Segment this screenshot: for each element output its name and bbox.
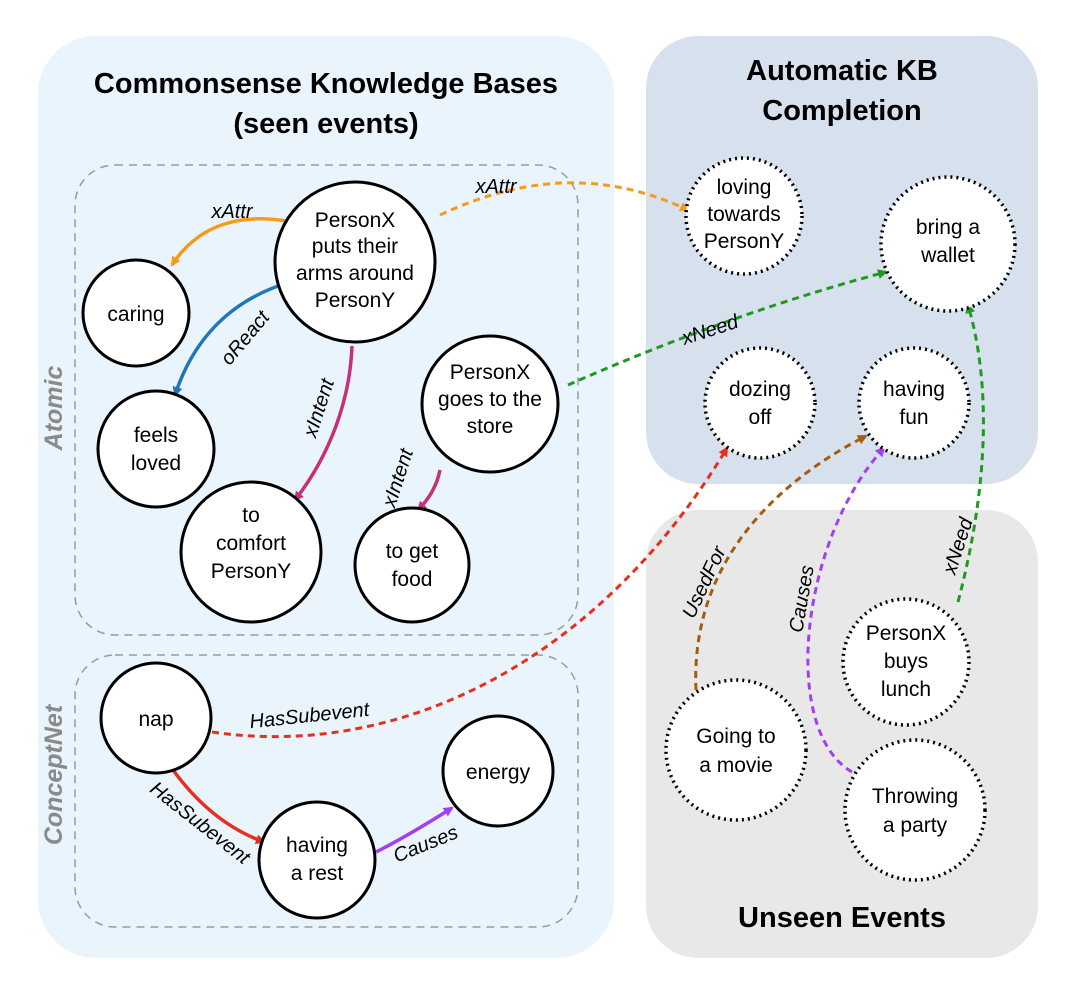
kb-subtitle: (seen events) [233, 108, 418, 140]
node-personx-arms: PersonX puts their arms around PersonY [273, 180, 437, 344]
svg-text:towards: towards [707, 203, 781, 226]
conceptnet-group-box [74, 654, 579, 928]
svg-text:having: having [286, 834, 348, 857]
node-energy: energy [441, 714, 555, 828]
node-personx-lunch: PersonX buys lunch [841, 597, 971, 727]
edge-hassubevent-rest [171, 768, 266, 844]
atomic-label: Atomic [40, 366, 68, 452]
edge-causes-energy [375, 806, 454, 854]
svg-text:lunch: lunch [881, 678, 931, 701]
svg-text:goes to the: goes to the [438, 388, 542, 411]
auto-title: Automatic KB [746, 55, 938, 87]
kb-title: Commonsense Knowledge Bases [94, 68, 558, 100]
svg-text:loved: loved [131, 452, 181, 475]
node-dozing-off: dozing off [703, 346, 817, 460]
svg-text:feels: feels [134, 424, 178, 447]
label-xattr-caring: xAttr [210, 201, 253, 223]
svg-text:Going to: Going to [696, 725, 775, 748]
svg-text:PersonX: PersonX [315, 209, 396, 232]
svg-text:food: food [392, 568, 433, 591]
edge-usedfor [694, 434, 868, 691]
edge-xneed-lunch [956, 303, 985, 603]
unseen-title: Unseen Events [738, 902, 946, 934]
svg-text:store: store [467, 415, 514, 438]
svg-text:dozing: dozing [729, 378, 791, 401]
node-to-comfort: to comfort PersonY [179, 480, 323, 624]
svg-text:nap: nap [138, 708, 173, 731]
svg-text:caring: caring [107, 303, 164, 326]
svg-text:energy: energy [466, 761, 531, 784]
svg-text:PersonY: PersonY [315, 289, 396, 312]
node-nap: nap [99, 661, 213, 775]
node-bring-wallet: bring a wallet [879, 175, 1017, 313]
edge-xintent-comfort [293, 345, 354, 502]
svg-text:loving: loving [717, 176, 772, 199]
node-having-rest: having a rest [257, 800, 377, 920]
svg-text:having: having [883, 378, 945, 401]
node-caring: caring [81, 258, 191, 368]
svg-text:puts their: puts their [312, 235, 398, 258]
edge-xneed-wallet [567, 269, 888, 387]
svg-text:a rest: a rest [291, 862, 344, 885]
svg-text:Throwing: Throwing [872, 785, 958, 808]
node-throwing-party: Throwing a party [843, 738, 987, 882]
svg-text:buys: buys [884, 650, 928, 673]
edge-xintent-food [416, 469, 442, 512]
node-loving-towards: loving towards PersonY [684, 156, 804, 276]
auto-title-2: Completion [762, 95, 922, 127]
node-to-get-food: to get food [353, 506, 471, 624]
svg-text:a party: a party [883, 814, 948, 837]
node-personx-store: PersonX goes to the store [420, 334, 560, 474]
svg-text:bring a: bring a [916, 216, 981, 239]
edge-xattr-loving [439, 181, 690, 217]
svg-text:to get: to get [386, 540, 439, 563]
node-having-fun: having fun [857, 346, 971, 460]
svg-text:PersonX: PersonX [450, 361, 531, 384]
svg-text:arms around: arms around [296, 262, 414, 285]
conceptnet-label: ConceptNet [40, 703, 68, 845]
svg-text:comfort: comfort [216, 532, 286, 555]
edge-xattr-caring [170, 217, 293, 267]
edge-causes-fun [806, 446, 886, 774]
svg-text:fun: fun [899, 406, 928, 429]
edge-oreact [172, 280, 291, 397]
label-xattr-loving: xAttr [474, 176, 517, 198]
svg-text:PersonY: PersonY [704, 230, 785, 253]
edge-hassubevent-dozing [211, 446, 729, 739]
svg-text:to: to [242, 504, 260, 527]
svg-text:PersonY: PersonY [211, 560, 292, 583]
svg-text:PersonX: PersonX [866, 622, 947, 645]
node-feels-loved: feels loved [96, 389, 216, 509]
node-going-movie: Going to a movie [664, 678, 808, 822]
svg-text:a movie: a movie [699, 754, 773, 777]
svg-text:off: off [749, 406, 772, 429]
atomic-group-box [74, 164, 579, 636]
svg-text:wallet: wallet [920, 244, 975, 267]
